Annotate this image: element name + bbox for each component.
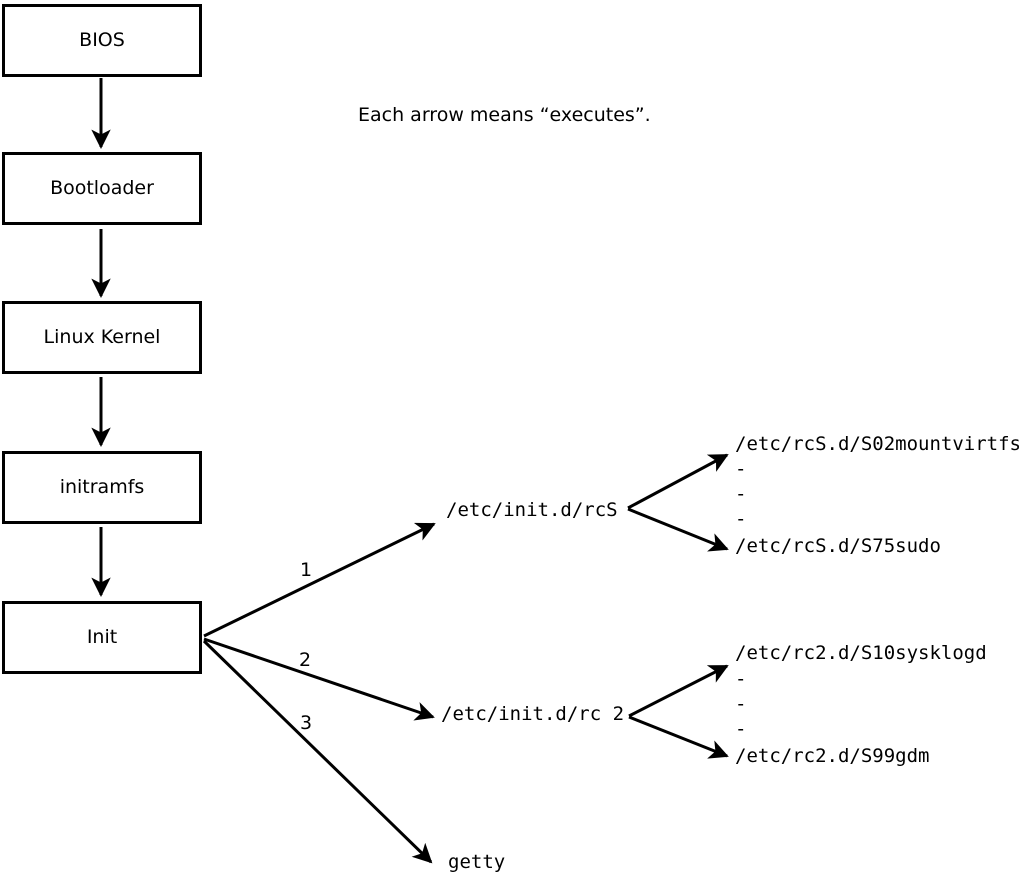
target-rc2-script: /etc/init.d/rc 2 <box>441 703 625 725</box>
target-getty: getty <box>448 851 506 873</box>
rc2-child-ellipsis-3: - <box>735 718 747 740</box>
node-bios: BIOS <box>2 4 202 77</box>
rcS-child-ellipsis-1: - <box>735 458 747 480</box>
rcS-child-ellipsis-3: - <box>735 508 747 530</box>
edge-number-3: 3 <box>300 712 313 734</box>
edge-number-2: 2 <box>299 649 312 671</box>
rcS-child-s02mountvirtfs: /etc/rcS.d/S02mountvirtfs <box>735 433 1021 455</box>
rcS-child-s75sudo: /etc/rcS.d/S75sudo <box>735 535 941 557</box>
edge-number-1: 1 <box>300 559 313 581</box>
target-rcS-script: /etc/init.d/rcS <box>446 499 618 521</box>
arrow-init-to-getty <box>202 639 433 864</box>
rc2-child-s99gdm: /etc/rc2.d/S99gdm <box>735 745 930 767</box>
node-linux-kernel-label: Linux Kernel <box>43 326 161 348</box>
rc2-child-ellipsis-1: - <box>735 668 747 690</box>
rc2-child-ellipsis-2: - <box>735 693 747 715</box>
node-bootloader-label: Bootloader <box>50 177 154 199</box>
node-initramfs-label: initramfs <box>59 476 145 498</box>
node-initramfs: initramfs <box>2 451 202 524</box>
node-init-label: Init <box>86 626 118 648</box>
arrow-init-to-rcS <box>203 522 436 638</box>
legend-note: Each arrow means “executes”. <box>358 104 651 126</box>
arrow-rc2-to-s99gdm <box>628 715 729 759</box>
node-init: Init <box>2 601 202 674</box>
rc2-child-s10sysklogd: /etc/rc2.d/S10sysklogd <box>735 642 987 664</box>
arrow-rcS-to-s02mountvirtfs <box>627 453 729 510</box>
arrow-rcS-to-s75sudo <box>627 507 729 552</box>
arrow-rc2-to-s10sysklogd <box>628 664 729 718</box>
node-bootloader: Bootloader <box>2 152 202 225</box>
node-linux-kernel: Linux Kernel <box>2 301 202 374</box>
node-bios-label: BIOS <box>79 29 125 51</box>
arrow-init-to-rc2 <box>203 637 435 721</box>
rcS-child-ellipsis-2: - <box>735 483 747 505</box>
